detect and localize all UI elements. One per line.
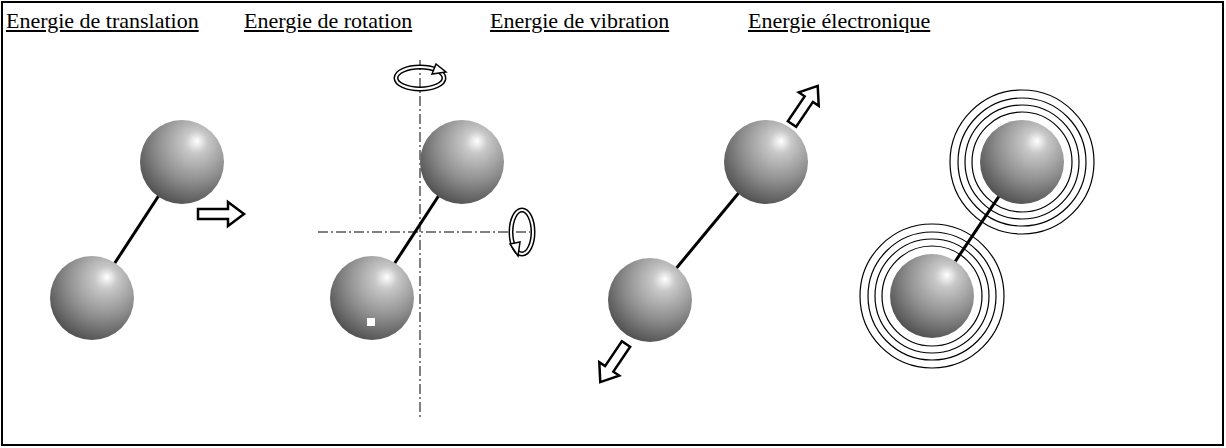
heading-label: Energie électronique [748,8,930,34]
electronic-molecule [860,90,1094,368]
translation-molecule [50,120,244,340]
vibration-molecule [590,79,827,389]
heading-label: Energie de rotation [244,8,412,34]
electronic-molecule-core [890,120,1064,338]
rotation-molecule [318,60,533,420]
heading-label: Energie de vibration [490,8,669,34]
heading-label: Energie de translation [6,8,199,34]
